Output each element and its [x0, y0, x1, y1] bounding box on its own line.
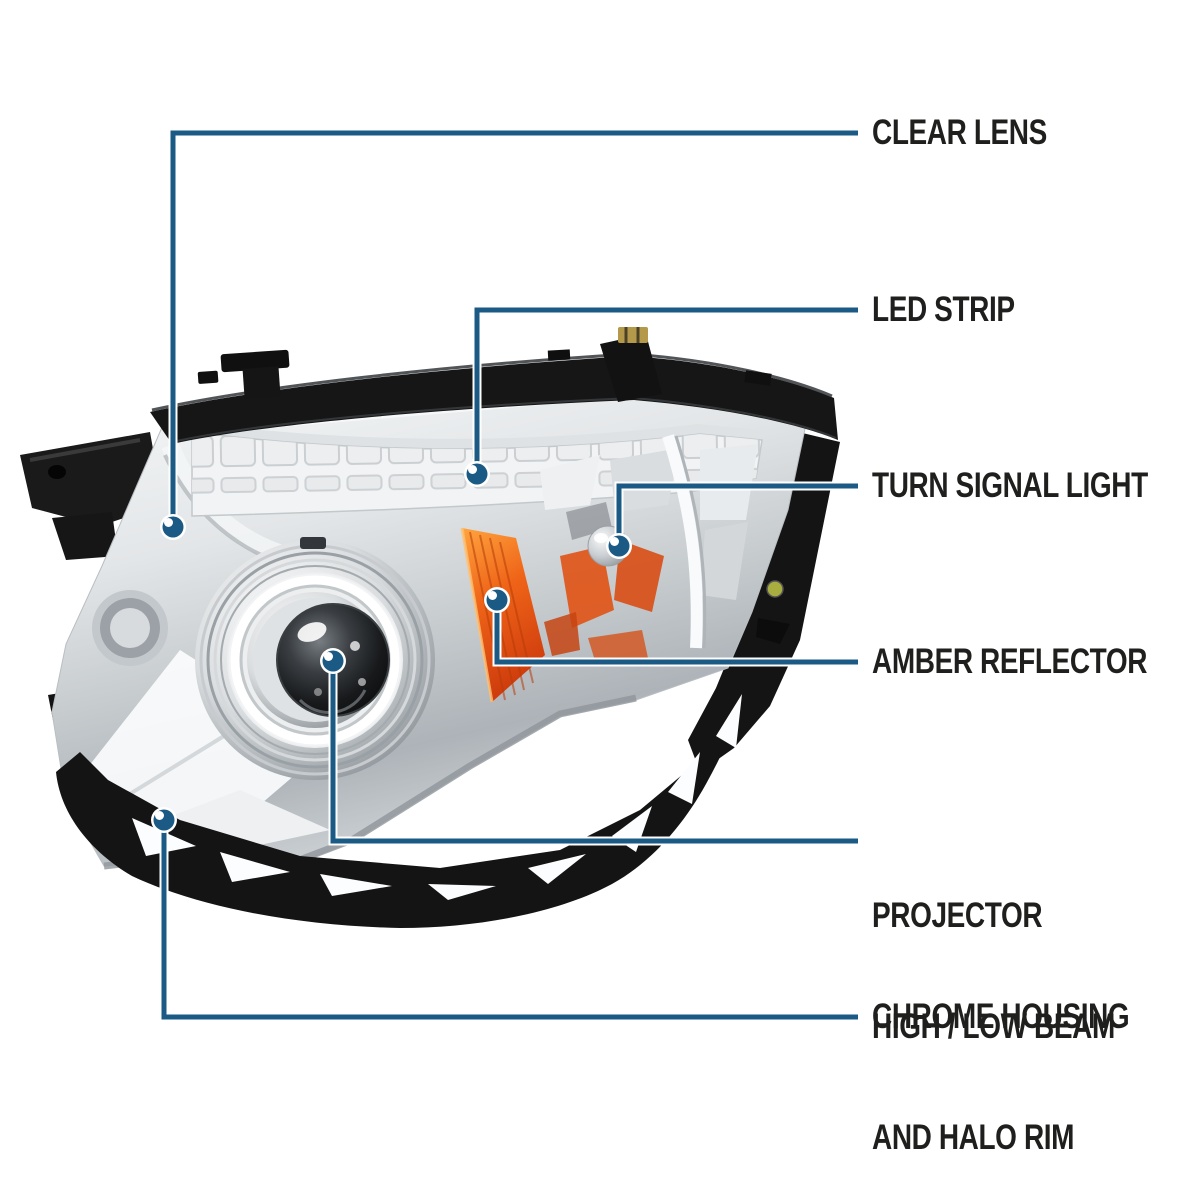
leader-lines	[159, 128, 858, 1022]
leader-clear-lens	[168, 128, 858, 527]
label-projector-line-2: HIGH / LOW BEAM	[872, 1007, 1115, 1046]
callout-dot-clear-lens	[160, 514, 186, 540]
label-chrome-housing: CHROME HOUSING	[872, 997, 1130, 1036]
label-projector-line-3: AND HALO RIM	[872, 1118, 1075, 1157]
callout-dot-led-strip	[464, 461, 490, 487]
callout-dots	[151, 461, 632, 833]
callout-dot-amber-reflector	[484, 587, 510, 613]
top-trim	[150, 327, 838, 444]
label-turn-signal-light: TURN SIGNAL LIGHT	[872, 466, 1148, 505]
callout-dot-chrome-housing	[151, 807, 177, 833]
label-led-strip: LED STRIP	[872, 290, 1015, 329]
turn-signal-area	[540, 434, 758, 649]
label-projector: PROJECTOR HIGH / LOW BEAM AND HALO RIM (…	[872, 823, 1115, 1200]
label-projector-line-1: PROJECTOR	[872, 896, 1043, 935]
label-amber-reflector: AMBER REFLECTOR	[872, 642, 1148, 681]
projector-assembly	[195, 537, 435, 780]
leader-projector	[328, 661, 858, 846]
rear-housing-right	[688, 430, 840, 772]
callout-dot-projector	[320, 648, 346, 674]
leader-turn-signal-light	[614, 481, 858, 546]
callout-dot-turn-signal-light	[606, 533, 632, 559]
leader-led-strip	[472, 305, 858, 474]
label-clear-lens: CLEAR LENS	[872, 113, 1047, 152]
leader-chrome-housing	[159, 820, 858, 1022]
leader-amber-reflector	[492, 600, 858, 667]
